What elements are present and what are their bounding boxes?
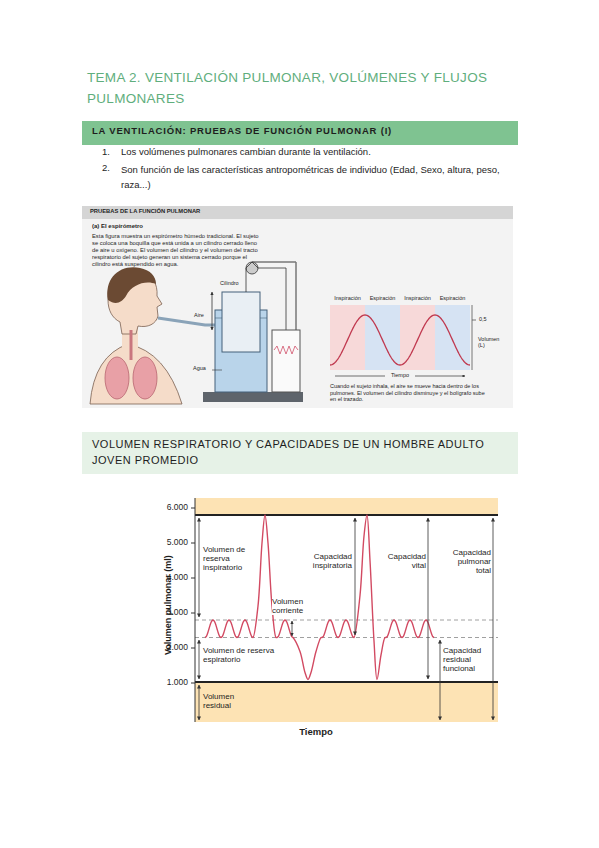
box-body: Esta figura muestra un espirómetro húmed… [92,233,264,268]
figure-panel: (a) El espirómetroEsta figura muestra un… [82,206,513,408]
axis-tick [191,683,195,684]
panel-header: PRUEBAS DE LA FUNCIÓN PULMONAR [82,206,513,219]
phase-label: Espiración [365,295,400,301]
axis-tick [191,543,195,544]
axis-tick [191,648,195,649]
part-name: Cilindro [220,280,248,286]
axis-value: 5.000 [148,538,188,548]
capacity-label: Capacidad pulmonar total [445,548,491,576]
phase-label: Inspiración [330,295,365,301]
axis-value: 1.000 [148,678,188,688]
axis-value: 0,5 [479,316,495,322]
phase-label: Espiración [435,295,470,301]
section-band: VOLUMEN RESPIRATORIO Y CAPACIDADES DE UN… [82,432,518,474]
axis-tick [191,578,195,579]
volume-label: Volumen corriente [272,597,322,615]
axis-title: Volumen pulmonar (ml) [163,535,173,675]
person-figure [90,267,182,404]
spirometer [203,262,303,402]
volume-label: Volumen de reserva espiratorio [203,646,277,664]
axis-title: Tiempo [385,372,415,378]
part-name: Agua [193,365,213,371]
capacity-label: Capacidad vital [386,552,426,570]
capacity-label: Capacidad residual funcional [443,646,489,674]
volume-chart [191,498,498,722]
capacity-label: Capacidad inspiratoria [305,552,352,570]
page-title: TEMA 2. VENTILACIÓN PULMONAR, VOLÚMENES … [87,68,527,110]
box-heading: (a) El espirómetro [92,223,267,230]
list-item: Son función de las características antro… [121,163,511,192]
box-heading: VOLUMEN RESPIRATORIO Y CAPACIDADES DE UN… [92,437,508,469]
list-item: Los volúmenes pulmonares cambian durante… [121,147,521,158]
axis-value: 6.000 [148,503,188,513]
list-number: 2. [102,163,118,174]
list-number: 1. [102,147,118,158]
trace-graph [330,305,476,376]
box-heading: LA VENTILACIÓN: PRUEBAS DE FUNCIÓN PULMO… [92,125,508,136]
volume-label: Volumen residual [203,692,253,710]
section-band: LA VENTILACIÓN: PRUEBAS DE FUNCIÓN PULMO… [82,121,518,145]
phase-label: Inspiración [400,295,435,301]
axis-title: Tiempo [296,727,336,738]
figure-panel [82,206,513,408]
figure-caption: Cuando el sujeto inhala, el aire se muev… [330,383,492,403]
part-name: Aire [194,312,214,318]
axis-title: Volumen (L) [478,336,506,349]
volume-label: Volumen de reserva inspiratorio [203,545,259,573]
axis-tick [191,508,195,509]
box-heading: PRUEBAS DE LA FUNCIÓN PULMONAR [90,208,505,215]
axis-tick [191,613,195,614]
